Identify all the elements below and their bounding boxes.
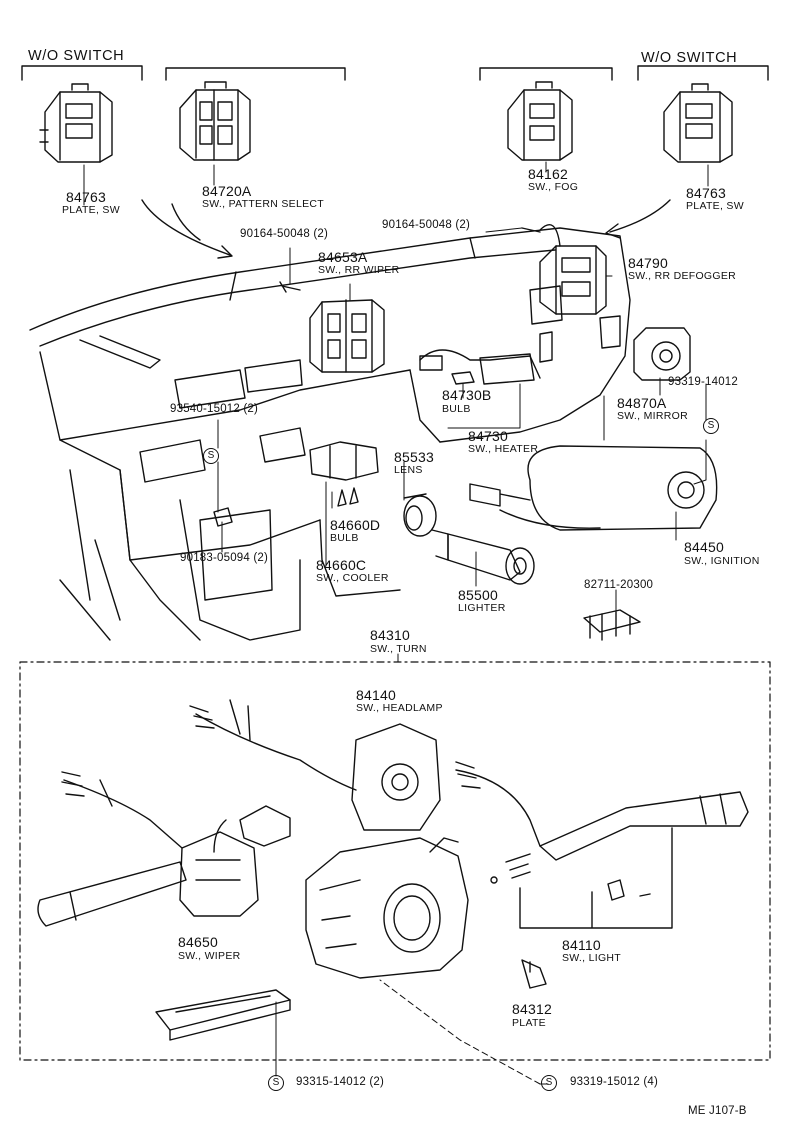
part-84660D-name: BULB: [330, 532, 359, 544]
lens-85533-drawing: [404, 494, 436, 536]
part-84650-name: SW., WIPER: [178, 950, 241, 962]
part-84140-name: SW., HEADLAMP: [356, 702, 443, 714]
combination-switch-body-drawing: [306, 838, 468, 978]
part-84660C-number: 84660C: [316, 557, 367, 573]
part-84763-right-name: PLATE, SW: [686, 200, 744, 212]
switch-84162-drawing: [508, 82, 572, 160]
s-symbol-93540: S: [203, 448, 219, 464]
callout-93319-15012: 93319-15012 (4): [570, 1076, 659, 1088]
callout-90164-left: 90164-50048 (2): [240, 228, 329, 240]
switch-84660C-drawing: [214, 442, 378, 526]
leader-lines-lower: [276, 980, 548, 1084]
wo-switch-right-header: W/O SWITCH: [641, 50, 738, 66]
part-84310-number: 84310: [370, 627, 410, 643]
part-84763-left-number: 84763: [66, 189, 106, 205]
part-84790-number: 84790: [628, 255, 668, 271]
part-84310-name: SW., TURN: [370, 643, 427, 655]
part-84312-number: 84312: [512, 1001, 552, 1017]
part-84730B-number: 84730B: [442, 387, 492, 403]
callout-93319-14012: 93319-14012: [668, 376, 738, 388]
part-84140-number: 84140: [356, 687, 396, 703]
callout-93315-14012: 93315-14012 (2): [296, 1076, 385, 1088]
callout-90164-right: 90164-50048 (2): [382, 219, 471, 231]
turn-switch-assembly-frame: [20, 662, 770, 1060]
part-85533-name: LENS: [394, 464, 423, 476]
part-84763-left-name: PLATE, SW: [62, 204, 120, 216]
instrument-panel-outline: [30, 228, 630, 640]
wo-switch-left-header: W/O SWITCH: [28, 48, 125, 64]
s-symbol-93315: S: [268, 1075, 284, 1091]
part-84162-number: 84162: [528, 166, 568, 182]
connector-drawing: [156, 990, 290, 1040]
s-symbol-93319-15012: S: [541, 1075, 557, 1091]
part-85500-name: LIGHTER: [458, 602, 506, 614]
plate-84312-drawing: [522, 960, 546, 988]
part-84720A-name: SW., PATTERN SELECT: [202, 198, 324, 210]
header-brackets: [22, 66, 768, 80]
part-84730-number: 84730: [468, 428, 508, 444]
part-84162-name: SW., FOG: [528, 181, 579, 193]
clip-82711-drawing: [584, 610, 640, 640]
part-84870A-number: 84870A: [617, 395, 667, 411]
part-84660D-number: 84660D: [330, 517, 381, 533]
switch-84730-drawing: [420, 350, 540, 384]
part-84720A-number: 84720A: [202, 183, 252, 199]
callout-82711-20300: 82711-20300: [584, 579, 654, 591]
part-84650-number: 84650: [178, 934, 218, 950]
installation-arrows: [142, 200, 670, 258]
part-84763-right-number: 84763: [686, 185, 726, 201]
callout-90183-05094: 90183-05094 (2): [180, 552, 269, 564]
part-84790-name: SW., RR DEFOGGER: [628, 270, 737, 282]
switch-84720A-drawing: [180, 82, 250, 160]
callout-93540-15012: 93540-15012 (2): [170, 403, 259, 415]
switch-84763-right-drawing: [664, 84, 732, 162]
switch-84653A-drawing: [280, 282, 384, 372]
part-84730-name: SW., HEATER: [468, 443, 539, 455]
part-84730B-name: BULB: [442, 403, 471, 415]
part-84653A-name: SW., RR WIPER: [318, 264, 400, 276]
leader-lines-upper: [84, 162, 708, 614]
ignition-84450-drawing: [470, 446, 717, 530]
switch-84763-left-drawing: [40, 84, 112, 162]
part-84450-name: SW., IGNITION: [684, 555, 760, 567]
part-85533-number: 85533: [394, 449, 434, 465]
diagram-code: ME J107-B: [688, 1105, 747, 1117]
part-84870A-name: SW., MIRROR: [617, 410, 688, 422]
switch-84140-drawing: [190, 700, 440, 830]
switch-84790-drawing: [522, 225, 606, 314]
part-84653A-number: 84653A: [318, 249, 368, 265]
part-84312-name: PLATE: [512, 1017, 546, 1029]
s-symbol-93319-14012: S: [703, 418, 719, 434]
lighter-85500-drawing: [432, 530, 534, 584]
part-84110-number: 84110: [562, 937, 601, 953]
switch-84110-drawing: [456, 762, 748, 928]
part-84450-number: 84450: [684, 539, 724, 555]
part-84660C-name: SW., COOLER: [316, 572, 389, 584]
switch-84870A-drawing: [634, 328, 690, 380]
part-84110-name: SW., LIGHT: [562, 952, 622, 964]
part-85500-number: 85500: [458, 587, 498, 603]
switch-84650-drawing: [38, 772, 290, 926]
